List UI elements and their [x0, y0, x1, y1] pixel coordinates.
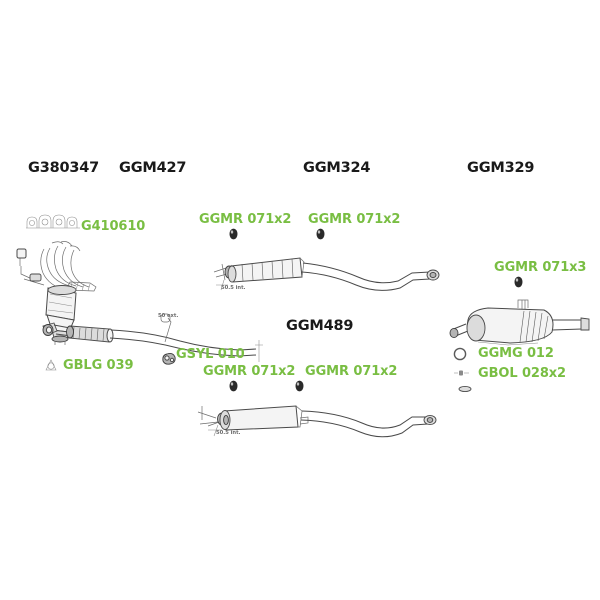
clamp-icon	[42, 356, 60, 374]
dimension-50-ext: 50 ext.	[158, 313, 179, 319]
part-label-gbol-028x2: GBOL 028x2	[478, 366, 567, 381]
rubber-mount-icon	[228, 228, 239, 240]
centre-muffler-assembly-art	[212, 244, 452, 294]
part-label-ggmr-071x2-d: GGMR 071x2	[305, 364, 398, 379]
heading-ggm329: GGM329	[467, 160, 535, 176]
rubber-mount-icon	[315, 228, 326, 240]
heading-ggm324: GGM324	[303, 160, 371, 176]
part-label-ggmr-071x2-a: GGMR 071x2	[199, 212, 292, 227]
rubber-mount-icon	[513, 276, 524, 288]
front-pipe-assembly-art	[40, 312, 280, 362]
ring-gasket-icon	[452, 346, 468, 362]
rubber-mount-icon	[228, 380, 239, 392]
part-label-ggmr-071x2-c: GGMR 071x2	[203, 364, 296, 379]
heading-ggm489: GGM489	[286, 318, 354, 334]
lower-muffler-assembly-art	[196, 392, 437, 442]
bracket-icon	[160, 350, 178, 367]
rubber-mount-icon	[294, 380, 305, 392]
part-label-ggmr-071x2-b: GGMR 071x2	[308, 212, 401, 227]
small-washer-icon	[458, 385, 472, 393]
part-label-g410610: G410610	[81, 219, 146, 234]
part-label-gblg-039: GBLG 039	[63, 358, 134, 373]
gasket-strip-icon	[24, 212, 82, 230]
heading-ggm427: GGM427	[119, 160, 187, 176]
part-label-ggmg-012: GGMG 012	[478, 346, 554, 361]
part-label-gsyl-010: GSYL 010	[176, 347, 245, 362]
heading-g380347: G380347	[28, 160, 100, 176]
dimension-50-5-int-bottom: 50.5 int.	[216, 430, 241, 436]
bolt-icon	[452, 367, 472, 379]
dimension-50-5-int-top: 50.5 int.	[221, 285, 246, 291]
part-label-ggmr-071x3: GGMR 071x3	[494, 260, 587, 275]
rear-muffler-art	[448, 298, 594, 350]
